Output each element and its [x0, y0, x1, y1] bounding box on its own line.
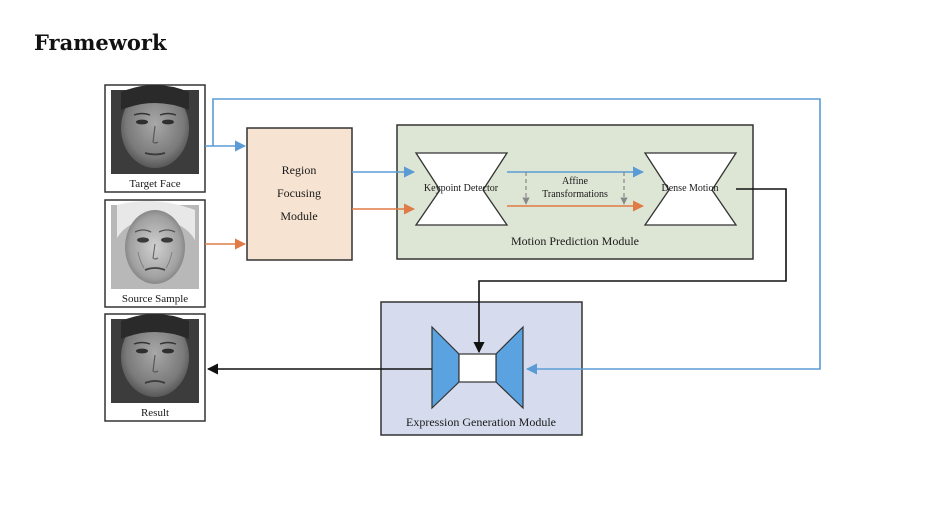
keypoint-detector-block: Keypoint Detector [414, 152, 509, 226]
target-face-label: Target Face [129, 178, 180, 190]
source-sample-image [111, 201, 199, 289]
region-module-label-line1: Region [282, 163, 317, 177]
result-image [111, 314, 199, 403]
region-module-label-line3: Module [280, 209, 317, 223]
generator-block [431, 325, 524, 410]
target-to-generator-loop-arrow [212, 98, 821, 375]
affine-label-line1: Affine [562, 176, 588, 187]
page-title: Framework [34, 30, 167, 55]
source-sample-panel: Source Sample [104, 199, 206, 308]
keypoint-detector-label: Keypoint Detector [424, 183, 499, 194]
target-face-image [111, 85, 199, 174]
dense-motion-label: Dense Motion [662, 183, 719, 194]
region-module-label-line2: Focusing [277, 186, 321, 200]
motion-module-title: Motion Prediction Module [511, 234, 639, 248]
result-label: Result [141, 407, 169, 419]
region-focusing-module: Region Focusing Module [246, 127, 353, 261]
target-face-panel: Target Face [104, 84, 206, 193]
result-panel: Result [104, 313, 206, 422]
dense-motion-block: Dense Motion [643, 152, 738, 226]
affine-label-line2: Transformations [542, 189, 608, 200]
source-sample-label: Source Sample [122, 293, 188, 305]
motion-prediction-module: Keypoint Detector Dense Motion Affine Tr… [396, 124, 754, 260]
dense-to-generator-arrow [473, 188, 787, 354]
expression-module-title: Expression Generation Module [406, 415, 556, 429]
